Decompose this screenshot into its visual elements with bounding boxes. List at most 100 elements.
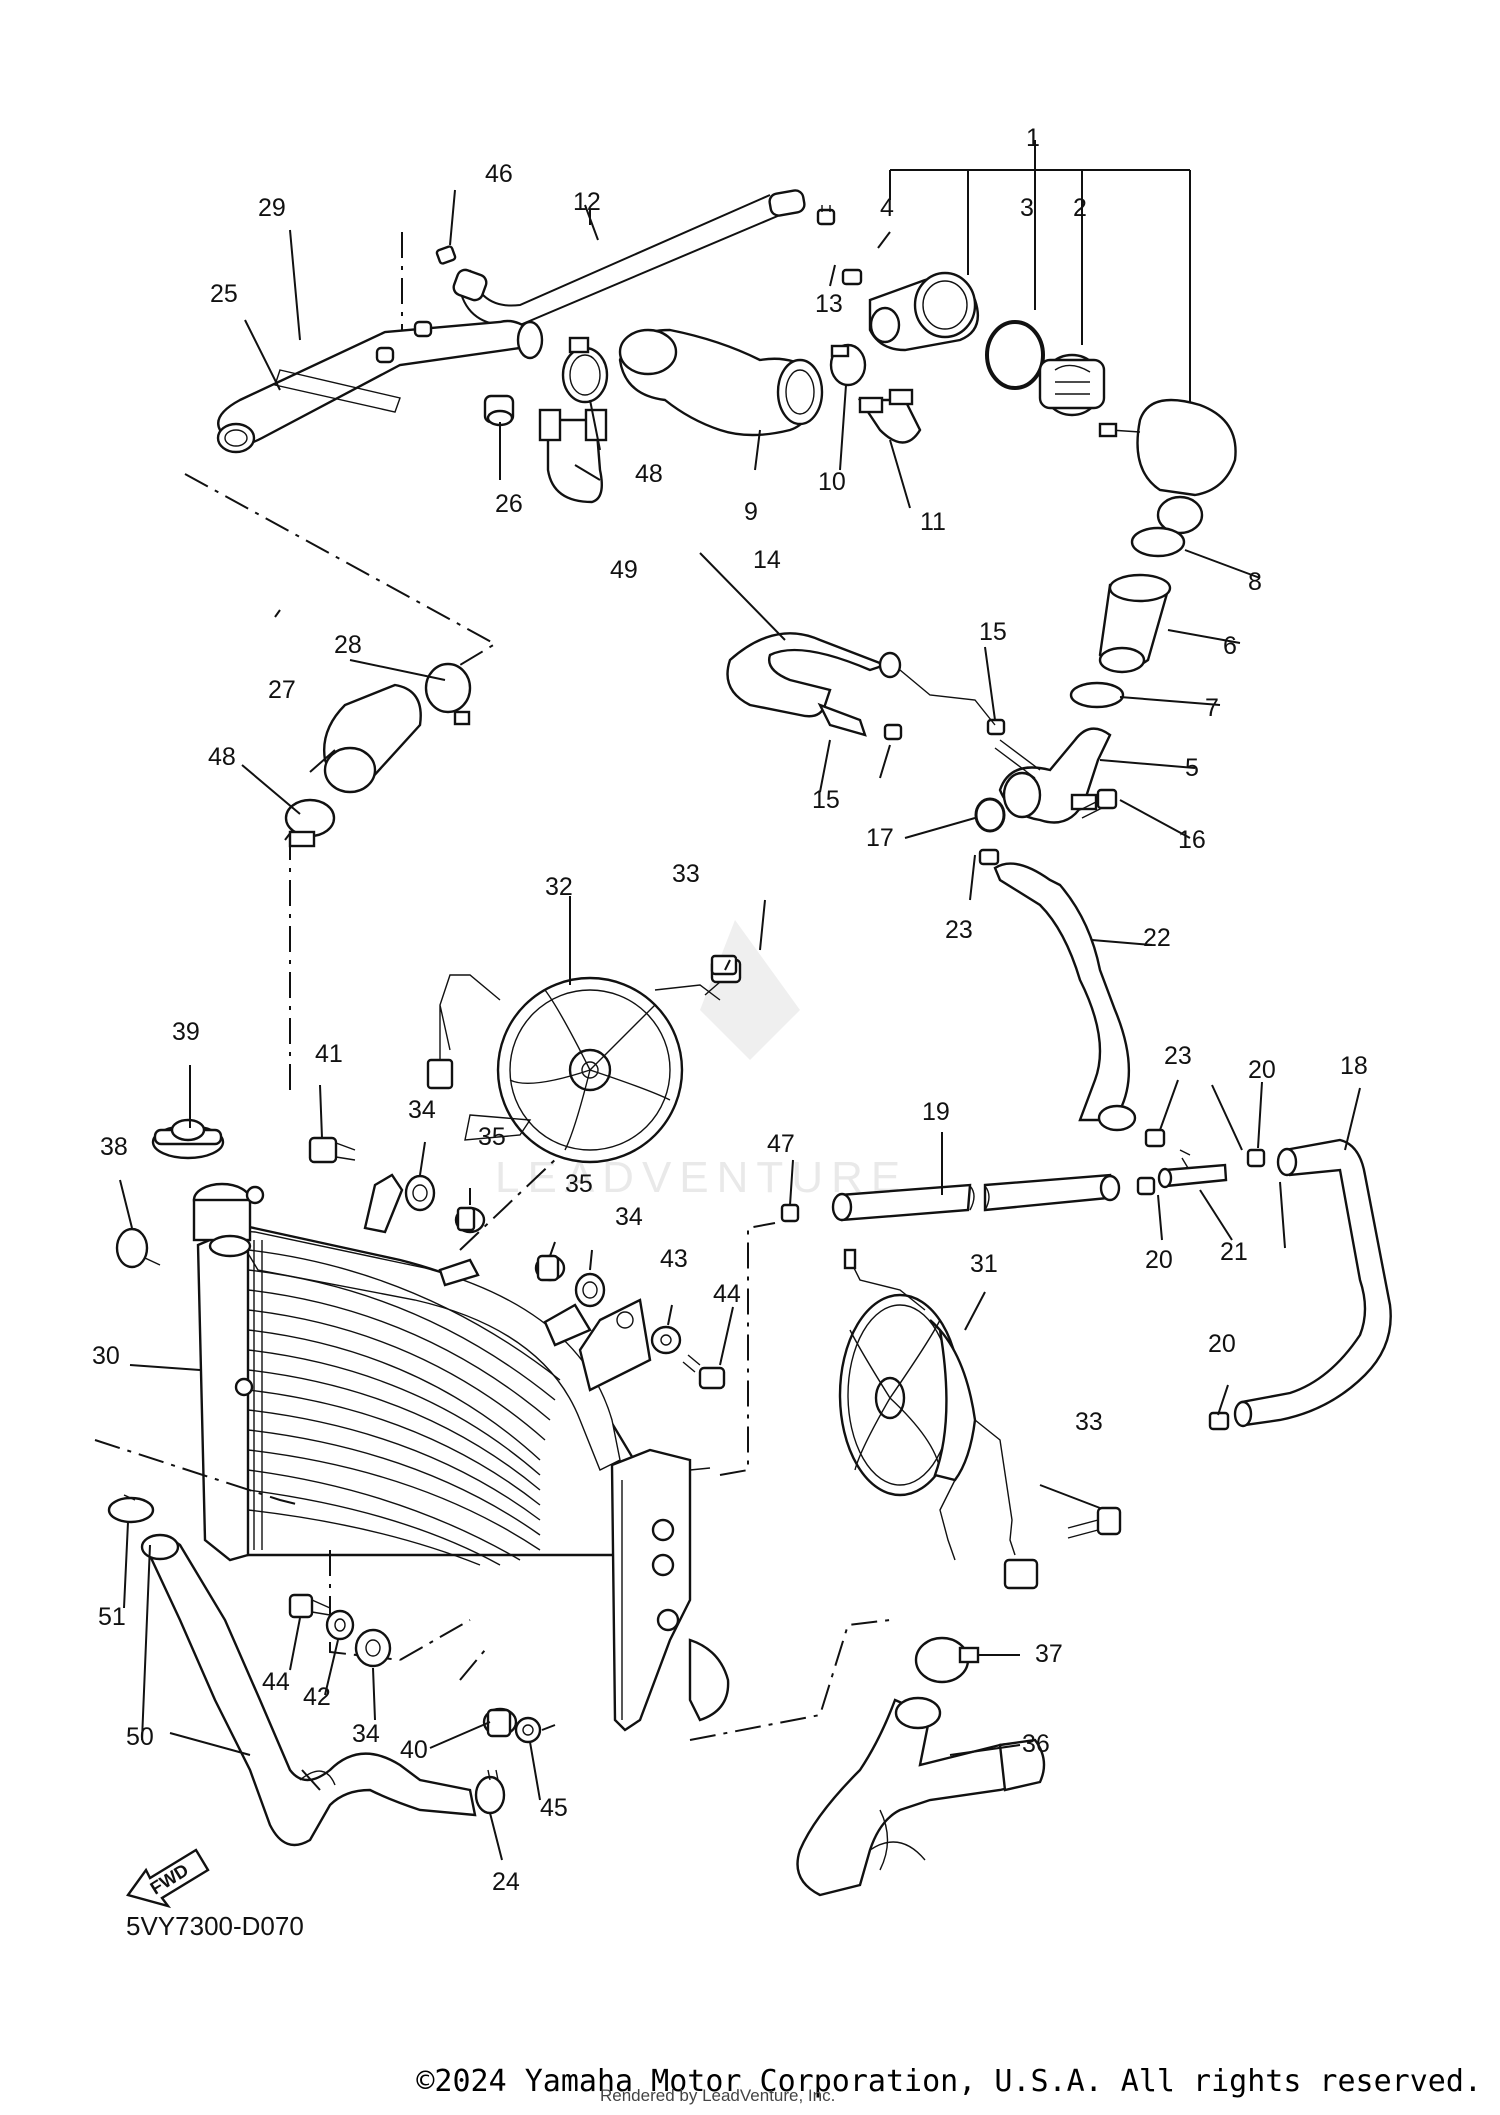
clip-20-a — [1136, 1176, 1156, 1196]
bolt-41 — [308, 1136, 356, 1164]
hose-22 — [978, 848, 1166, 1148]
dashed-leader-top — [184, 232, 498, 1090]
callout-36: 36 — [1022, 1730, 1050, 1758]
callout-7: 7 — [1205, 694, 1219, 722]
collar-40 — [482, 1707, 518, 1738]
bolt-44-upper — [682, 1354, 726, 1390]
washer-42 — [325, 1609, 355, 1641]
callout-12: 12 — [573, 188, 601, 216]
clip-24 — [474, 1769, 506, 1815]
radiator-fins — [247, 1240, 561, 1566]
callout-30: 30 — [92, 1342, 120, 1370]
hose-50 — [140, 1533, 477, 1847]
washer-43 — [650, 1325, 682, 1355]
fwd-arrow: FWD — [126, 1848, 210, 1909]
collar-35-lower — [534, 1254, 566, 1282]
nut-45 — [514, 1716, 542, 1744]
callout-21: 21 — [1220, 1238, 1248, 1266]
callout-48b: 48 — [208, 743, 236, 771]
clip-46 — [435, 245, 457, 265]
callout-27: 27 — [268, 676, 296, 704]
diagram-code: 5VY7300-D070 — [126, 1911, 304, 1941]
callout-8: 8 — [1248, 568, 1262, 596]
clamp-8 — [1130, 526, 1186, 558]
callout-50: 50 — [126, 1723, 154, 1751]
clamp-48-lower — [284, 798, 336, 848]
callout-1: 1 — [1026, 124, 1040, 152]
callout-48a: 48 — [635, 460, 663, 488]
callout-15b: 15 — [812, 786, 840, 814]
hose-12 — [452, 189, 806, 327]
callout-9: 9 — [744, 498, 758, 526]
clamp-7 — [1069, 681, 1125, 709]
o-ring-3 — [985, 320, 1045, 390]
callout-35b: 35 — [565, 1170, 593, 1198]
clip-20-c — [1208, 1411, 1230, 1431]
callout-13: 13 — [815, 290, 843, 318]
o-ring-17 — [974, 797, 1006, 833]
fan-32 — [426, 958, 742, 1164]
clamp-28 — [424, 662, 472, 726]
spacer-26 — [483, 394, 515, 427]
copyright-notice: ©2024 Yamaha Motor Corporation, U.S.A. A… — [416, 2064, 1482, 2099]
callout-19: 19 — [922, 1098, 950, 1126]
hose-36 — [796, 1696, 1046, 1897]
clamp-10 — [829, 343, 867, 387]
callout-20a: 20 — [1248, 1056, 1276, 1084]
callout-26: 26 — [495, 490, 523, 518]
dashed-leader-lower — [94, 1154, 891, 1741]
grommet-34-upper — [404, 1174, 436, 1212]
pipe-5 — [994, 727, 1112, 824]
callout-15a: 15 — [979, 618, 1007, 646]
radiator-cap-39 — [151, 1118, 225, 1160]
hose-27 — [323, 683, 422, 794]
clamp-11 — [857, 388, 922, 444]
callout-31: 31 — [970, 1250, 998, 1278]
hose-18 — [1233, 1138, 1392, 1428]
callout-33a: 33 — [672, 860, 700, 888]
callout-35a: 35 — [478, 1123, 506, 1151]
callout-32: 32 — [545, 873, 573, 901]
callout-46: 46 — [485, 160, 513, 188]
callout-37: 37 — [1035, 1640, 1063, 1668]
clamp-37 — [914, 1636, 980, 1684]
rendered-by-text: Rendered by LeadVenture, Inc. — [600, 2086, 836, 2105]
grommet-34-middle — [574, 1272, 606, 1308]
watermark-text: LEADVENTURE — [495, 1153, 908, 1202]
fan-31 — [838, 1248, 1039, 1590]
callout-28: 28 — [334, 631, 362, 659]
callout-45: 45 — [540, 1794, 568, 1822]
thermostat-cover — [1098, 398, 1237, 535]
callout-5: 5 — [1185, 754, 1199, 782]
bracket-upper-left — [363, 1173, 404, 1234]
callout-47: 47 — [767, 1130, 795, 1158]
callout-16: 16 — [1178, 826, 1206, 854]
pipe-21 — [1157, 1149, 1228, 1189]
callout-23a: 23 — [945, 916, 973, 944]
callout-34c: 34 — [352, 1720, 380, 1748]
callout-20b: 20 — [1145, 1246, 1173, 1274]
thermostat-housing — [841, 268, 980, 352]
clamp-48-top — [561, 336, 609, 404]
callout-11: 11 — [920, 508, 946, 536]
callout-labels: 1 2 3 4 5 6 7 8 9 10 11 12 13 14 15 15 1… — [92, 124, 1368, 1896]
clamp-51 — [107, 1494, 155, 1524]
callout-42: 42 — [303, 1683, 331, 1711]
callout-2: 2 — [1073, 194, 1087, 222]
callout-3: 3 — [1020, 194, 1034, 222]
clip-47 — [780, 1203, 800, 1223]
callout-34b: 34 — [615, 1203, 643, 1231]
callout-44b: 44 — [262, 1668, 290, 1696]
callout-34a: 34 — [408, 1096, 436, 1124]
callout-18: 18 — [1340, 1052, 1368, 1080]
callout-33b: 33 — [1075, 1408, 1103, 1436]
callout-22: 22 — [1143, 924, 1171, 952]
callout-49: 49 — [610, 556, 638, 584]
callout-10: 10 — [818, 468, 846, 496]
callout-6: 6 — [1223, 632, 1237, 660]
clamp-38 — [115, 1227, 161, 1269]
hose-19 — [831, 1173, 1121, 1222]
hose-9 — [618, 328, 824, 437]
hose-14 — [726, 632, 1006, 741]
